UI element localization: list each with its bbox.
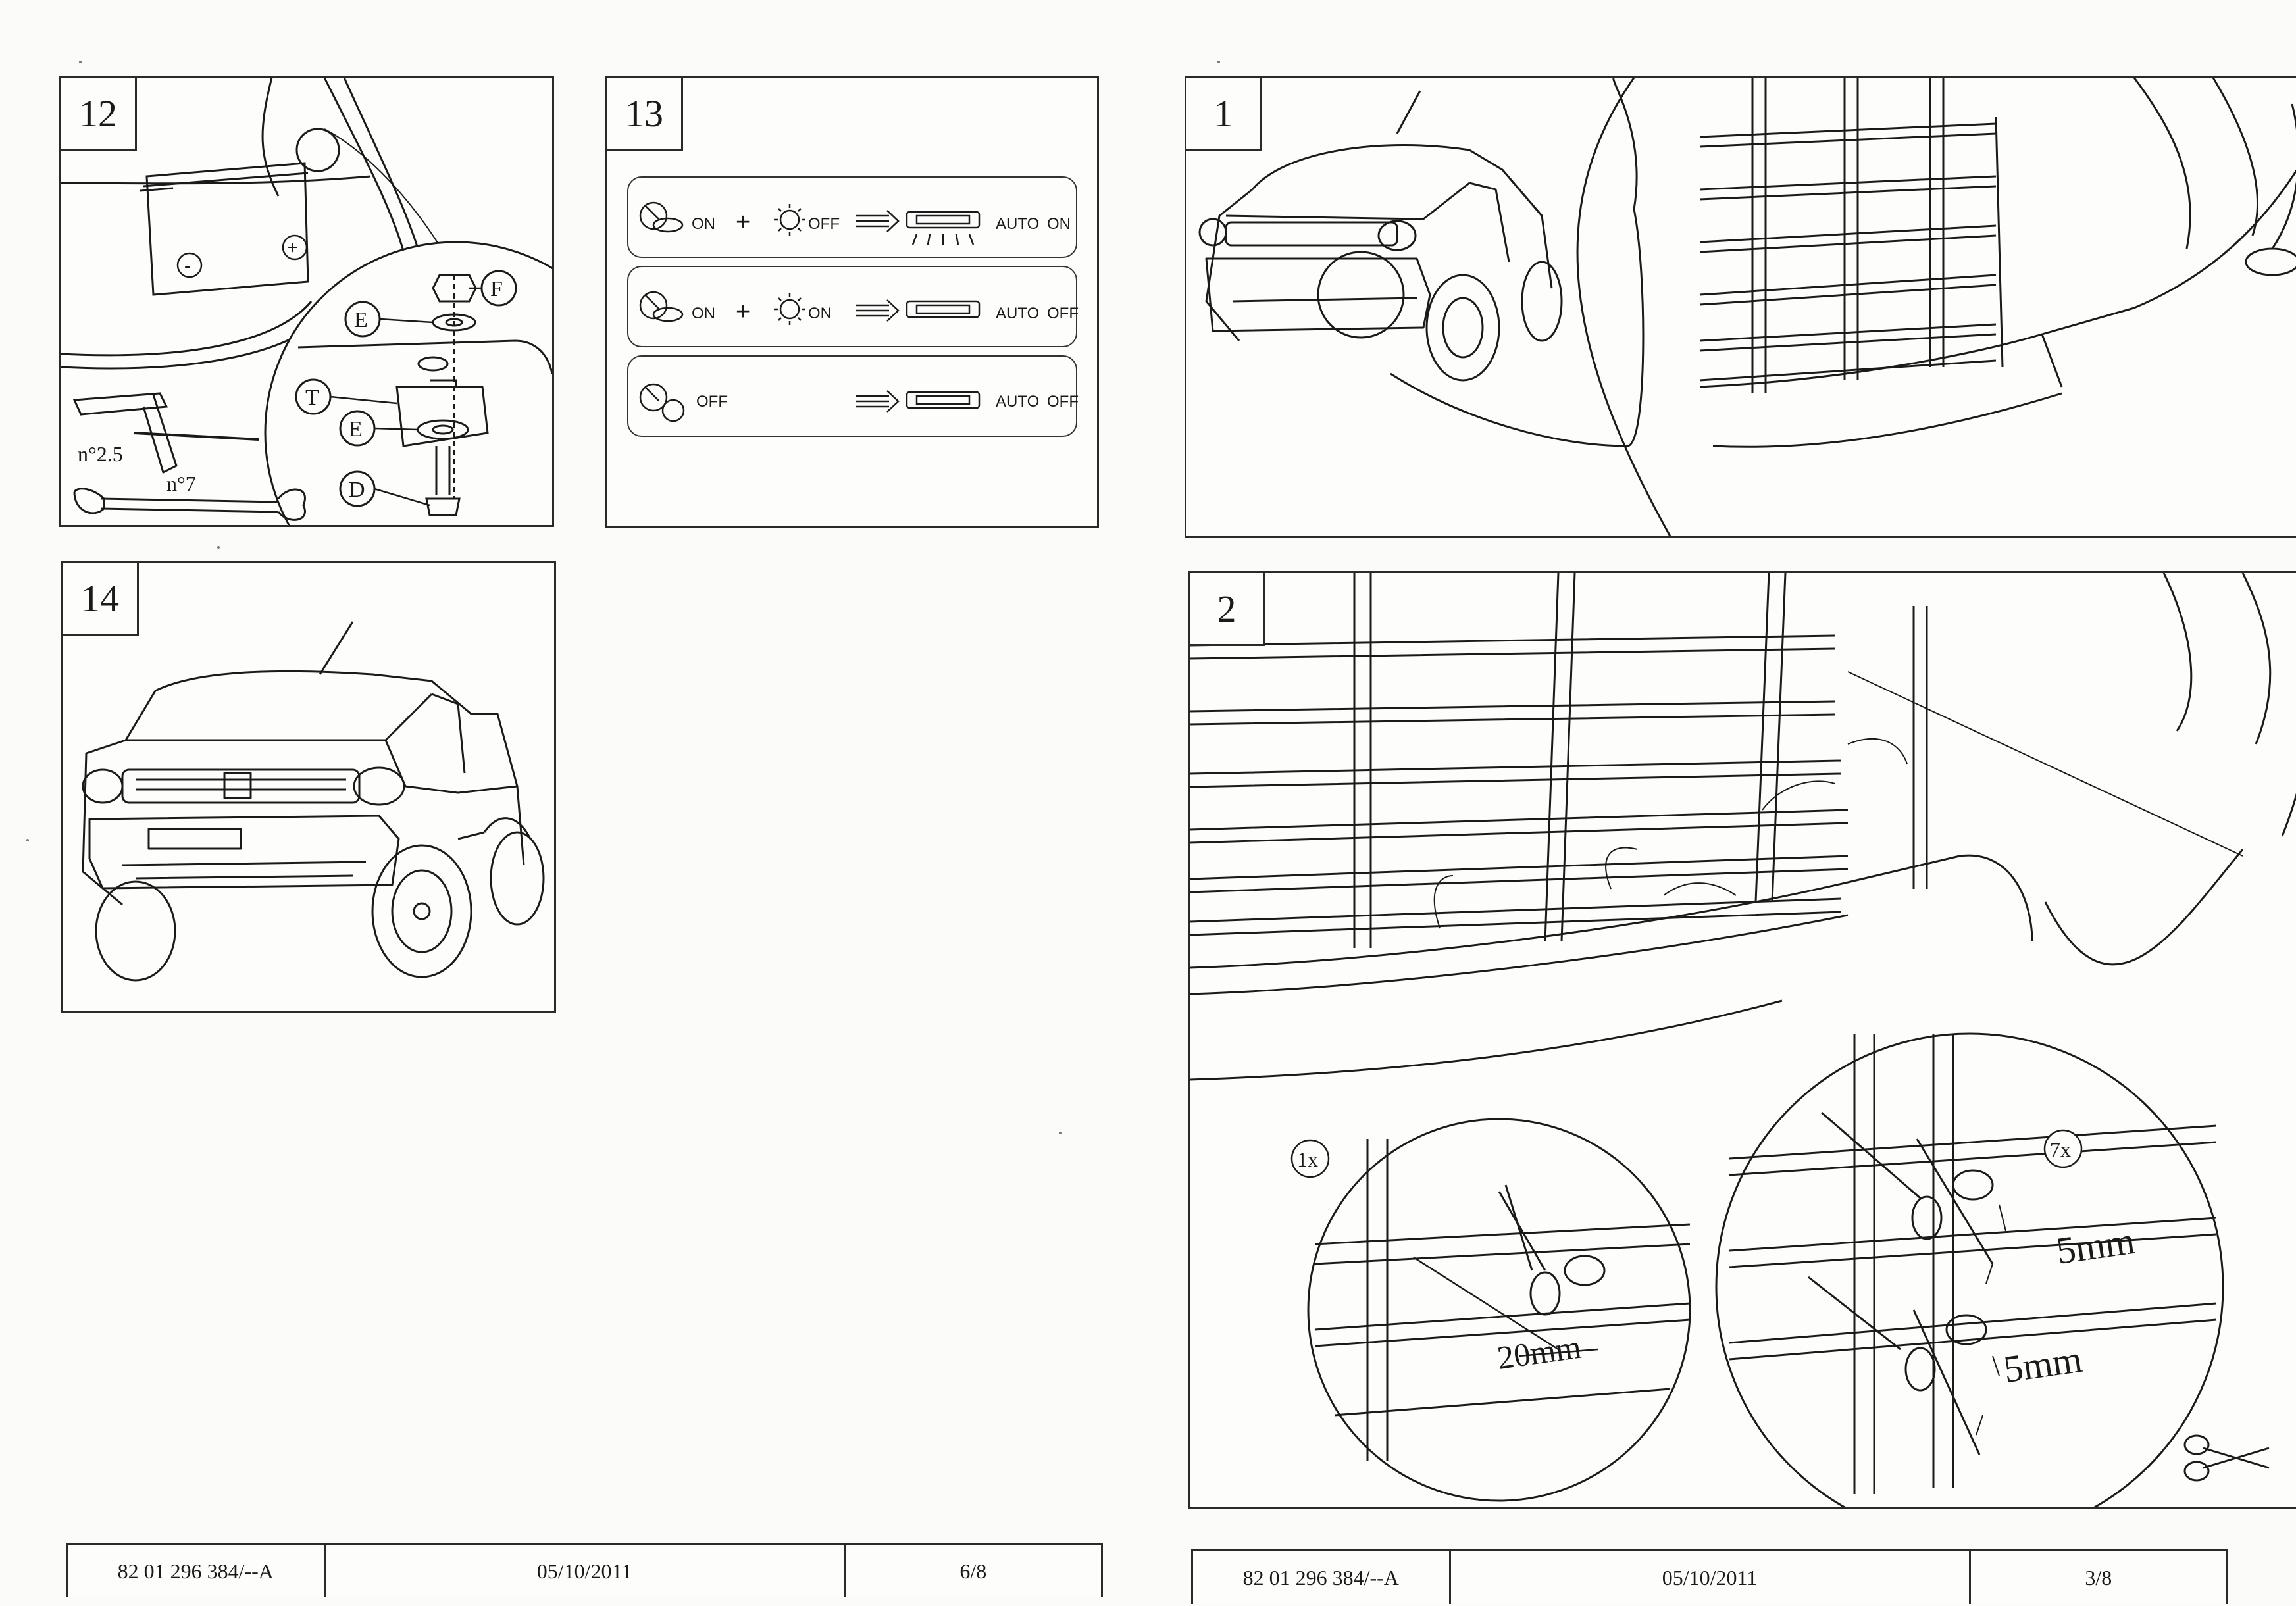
scan-speck: [26, 839, 29, 841]
light-state: OFF: [808, 215, 840, 233]
led-lamp-icon: [906, 211, 981, 245]
scan-speck: [1059, 1132, 1062, 1134]
scissors-icon: [1498, 1184, 1606, 1316]
step-number: 2: [1190, 573, 1265, 646]
arrow-right-icon: [856, 299, 900, 322]
headlight-icon: [774, 204, 805, 236]
scissors-icon: [1808, 1276, 1987, 1455]
panel-1: 1: [1185, 76, 2296, 538]
scan-speck: [79, 61, 82, 63]
count-left: 1x: [1297, 1147, 1318, 1171]
scan-speck: [217, 546, 220, 549]
scissors-icon: [1821, 1111, 1994, 1265]
document-reference: 82 01 296 384/--A: [1193, 1551, 1451, 1604]
label-e-bottom: E: [349, 417, 363, 441]
legend-row-3: [627, 355, 1077, 437]
panel-2: 2: [1188, 571, 2296, 1509]
mode: AUTO: [996, 305, 1039, 322]
label-f: F: [490, 277, 503, 301]
car-front-illustration: [82, 621, 545, 982]
car-grille-detail-illustration: [1198, 78, 2296, 536]
footer-right: 82 01 296 384/--A 05/10/2011 3/8: [1191, 1549, 2228, 1604]
count-right: 7x: [2050, 1138, 2071, 1161]
step-number: 13: [607, 78, 683, 151]
plus-sign: +: [287, 237, 298, 259]
step-number: 12: [61, 78, 137, 151]
page-number: 6/8: [959, 1559, 987, 1583]
document-date: 05/10/2011: [1451, 1551, 1971, 1604]
switch-state: ON: [692, 305, 715, 322]
led-lamp-icon: [906, 391, 981, 409]
panel-14: 14: [61, 561, 556, 1013]
result-state: OFF: [1047, 305, 1079, 322]
headlight-icon: [774, 293, 805, 325]
scan-speck: [1217, 61, 1220, 63]
scissors-icon: [2183, 1434, 2270, 1482]
panel-13: 13: [605, 76, 1099, 528]
document-date: 05/10/2011: [326, 1545, 846, 1597]
led-lamp-icon: [906, 300, 981, 318]
battery-mounting-illustration: - +: [61, 78, 552, 525]
wrench-icon: [73, 488, 306, 521]
label-t: T: [305, 386, 319, 410]
step-number: 1: [1186, 78, 1262, 151]
arrow-right-icon: [856, 390, 900, 413]
page-number: 3/8: [2085, 1565, 2112, 1590]
arrow-right-icon: [856, 210, 900, 232]
light-switch-icon: [639, 291, 684, 322]
light-state: ON: [808, 305, 832, 322]
plus-sign: +: [736, 209, 750, 236]
light-switch-icon: [639, 383, 685, 422]
wrench-size: n°7: [166, 472, 196, 495]
switch-state: OFF: [696, 393, 728, 411]
document-reference: 82 01 296 384/--A: [68, 1545, 326, 1597]
panel-12: 12 - +: [59, 76, 554, 527]
label-d: D: [349, 478, 365, 502]
hex-key-size: n°2.5: [78, 442, 123, 466]
plus-sign: +: [736, 298, 750, 326]
hex-key-icon: [72, 392, 178, 474]
label-e-top: E: [354, 308, 368, 332]
footer-left: 82 01 296 384/--A 05/10/2011 6/8: [66, 1543, 1103, 1597]
legend-row-1: [627, 176, 1077, 258]
minus-sign: -: [184, 255, 191, 276]
mode: AUTO: [996, 215, 1039, 233]
light-switch-icon: [639, 201, 684, 233]
result-state: OFF: [1047, 393, 1079, 411]
switch-state: ON: [692, 215, 715, 233]
result-state: ON: [1047, 215, 1071, 233]
grille-cutting-illustration: 1x 20mm: [1190, 573, 2296, 1507]
light-mode-table: ON + OFF AUTO ON ON + ON AUTO OFF OFF AU…: [639, 201, 1079, 422]
mode: AUTO: [996, 393, 1039, 411]
step-number: 14: [63, 563, 139, 636]
legend-row-2: [627, 266, 1077, 347]
